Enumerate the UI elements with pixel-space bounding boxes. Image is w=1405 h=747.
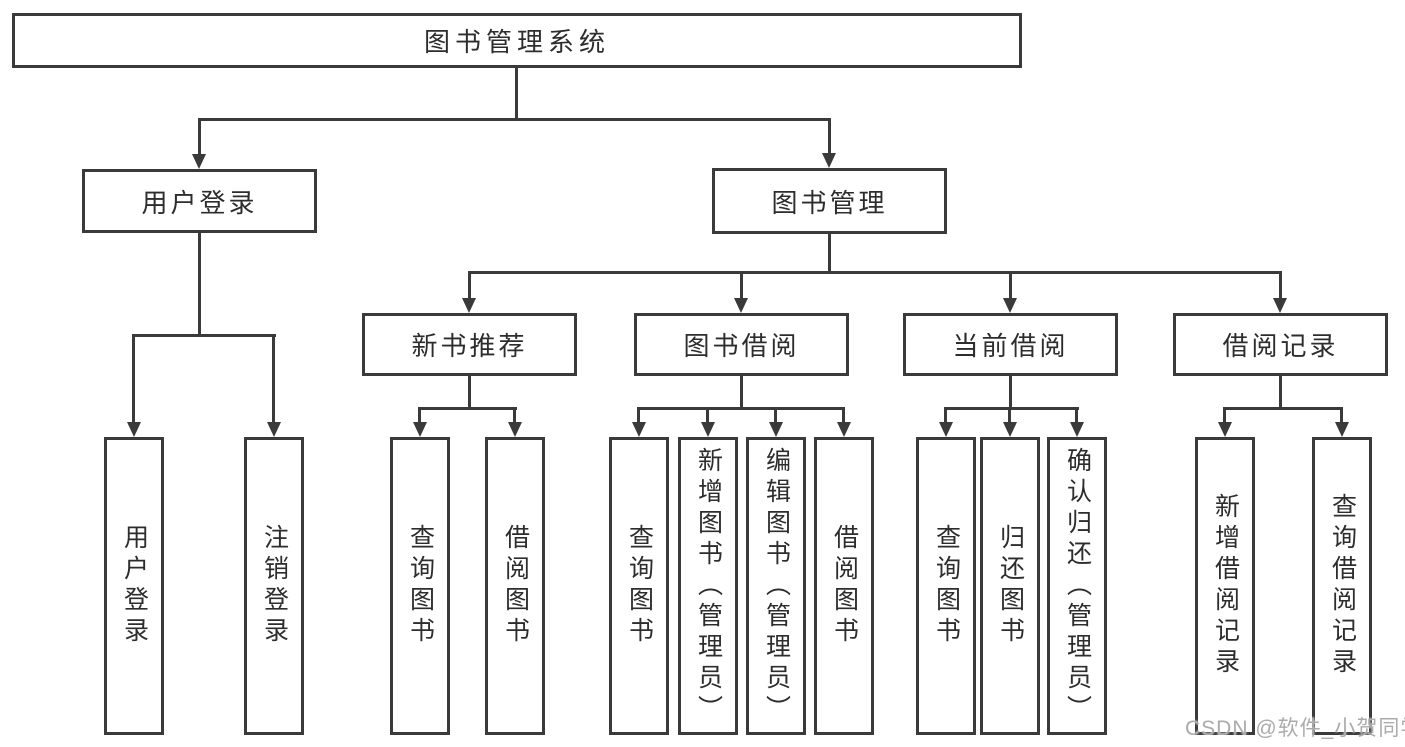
connector-line	[706, 407, 709, 424]
leaf-label: 注销登录	[260, 524, 289, 648]
connector-line	[1009, 271, 1012, 300]
leaf-label: 新增图书（管理员）	[694, 446, 723, 726]
connector-line	[132, 334, 135, 424]
connector-line	[198, 118, 201, 156]
leaf-edit-books-admin: 编辑图书（管理员）	[746, 437, 806, 735]
leaf-label: 查询图书	[406, 524, 435, 648]
node-borrowing-records: 借阅记录	[1173, 313, 1388, 376]
leaf-label: 编辑图书（管理员）	[762, 446, 791, 726]
connector-line	[637, 407, 640, 424]
leaf-label: 归还图书	[996, 524, 1025, 648]
node-book-management: 图书管理	[712, 168, 947, 234]
leaf-user-login: 用户登录	[104, 437, 164, 735]
leaf-query-borrow-record: 查询借阅记录	[1312, 437, 1372, 735]
connector-line	[198, 118, 831, 121]
connector-arrow-down-icon	[734, 298, 748, 313]
connector-line	[740, 271, 743, 300]
node-new-book-recommendation: 新书推荐	[362, 313, 577, 376]
node-current-borrowing: 当前借阅	[903, 313, 1118, 376]
leaf-label: 确认归还（管理员）	[1063, 446, 1092, 726]
connector-arrow-down-icon	[127, 422, 141, 437]
leaf-return-books: 归还图书	[980, 437, 1040, 735]
connector-line	[1279, 376, 1282, 409]
connector-line	[272, 334, 275, 424]
connector-arrow-down-icon	[508, 422, 522, 437]
leaf-logout: 注销登录	[244, 437, 304, 735]
leaf-query-books-recommend: 查询图书	[390, 437, 450, 735]
leaf-label: 查询图书	[625, 524, 654, 648]
connector-arrow-down-icon	[939, 422, 953, 437]
connector-arrow-down-icon	[192, 154, 206, 169]
connector-line	[132, 334, 276, 337]
leaf-label: 查询图书	[932, 524, 961, 648]
connector-line	[1340, 407, 1343, 424]
connector-line	[828, 118, 831, 155]
leaf-label: 用户登录	[120, 524, 149, 648]
connector-arrow-down-icon	[1273, 298, 1287, 313]
connector-line	[1009, 376, 1012, 409]
connector-line	[468, 376, 471, 409]
leaf-add-books-admin: 新增图书（管理员）	[678, 437, 738, 735]
connector-line	[637, 407, 845, 410]
connector-arrow-down-icon	[822, 153, 836, 168]
connector-line	[1223, 407, 1343, 410]
leaf-query-books-current: 查询图书	[916, 437, 976, 735]
connector-arrow-down-icon	[1003, 422, 1017, 437]
connector-line	[842, 407, 845, 424]
leaf-query-books-borrow: 查询图书	[609, 437, 669, 735]
node-book-borrowing: 图书借阅	[634, 313, 849, 376]
connector-line	[468, 271, 1282, 274]
connector-arrow-down-icon	[1218, 422, 1232, 437]
leaf-label: 新增借阅记录	[1211, 493, 1240, 679]
connector-line	[515, 68, 518, 121]
connector-line	[198, 233, 201, 336]
node-user-login: 用户登录	[82, 169, 317, 233]
connector-line	[1223, 407, 1226, 424]
connector-arrow-down-icon	[1003, 298, 1017, 313]
leaf-label: 借阅图书	[501, 524, 530, 648]
connector-arrow-down-icon	[632, 422, 646, 437]
connector-line	[774, 407, 777, 424]
connector-line	[1075, 407, 1078, 424]
connector-arrow-down-icon	[267, 422, 281, 437]
leaf-borrow-books: 借阅图书	[814, 437, 874, 735]
connector-arrow-down-icon	[769, 422, 783, 437]
leaf-borrow-books-recommend: 借阅图书	[485, 437, 545, 735]
leaf-confirm-return-admin: 确认归还（管理员）	[1047, 437, 1107, 735]
connector-arrow-down-icon	[413, 422, 427, 437]
connector-arrow-down-icon	[837, 422, 851, 437]
node-root-library-management-system: 图书管理系统	[12, 13, 1022, 68]
leaf-add-borrow-record: 新增借阅记录	[1195, 437, 1255, 735]
connector-line	[944, 407, 947, 424]
connector-arrow-down-icon	[462, 298, 476, 313]
connector-line	[468, 271, 471, 300]
csdn-watermark: CSDN @软件_小贺同学	[1185, 717, 1405, 740]
connector-line	[513, 407, 516, 424]
connector-arrow-down-icon	[1070, 422, 1084, 437]
connector-arrow-down-icon	[1335, 422, 1349, 437]
leaf-label: 借阅图书	[830, 524, 859, 648]
leaf-label: 查询借阅记录	[1328, 493, 1357, 679]
connector-line	[418, 407, 421, 424]
connector-line	[828, 234, 831, 274]
connector-line	[1279, 271, 1282, 300]
connector-line	[740, 376, 743, 409]
connector-arrow-down-icon	[701, 422, 715, 437]
connector-line	[1008, 407, 1011, 424]
connector-line	[944, 407, 1079, 410]
connector-line	[418, 407, 517, 410]
